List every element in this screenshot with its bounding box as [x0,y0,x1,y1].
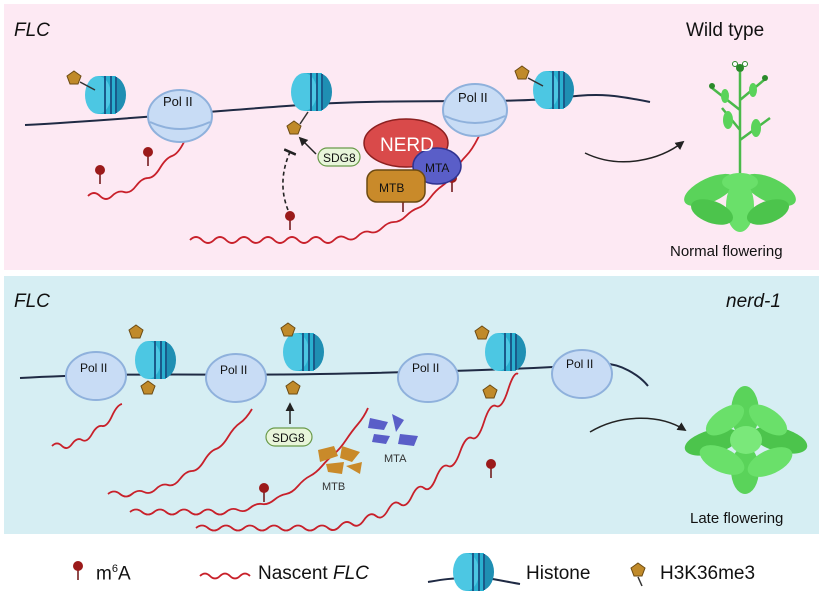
sdg8-box [265,427,313,447]
gene-label-bottom: FLC [14,291,50,312]
legend-h3k36me3-label: H3K36me3 [660,563,756,584]
mtb-label: MTB [322,481,345,493]
pol-ii-label: Pol II [80,361,107,375]
legend [72,552,646,592]
sdg8-box [317,147,361,167]
histone-icon [532,70,575,110]
nascent-rna-top-2 [189,117,489,244]
bottom-panel: Pol II Pol II Pol II Pol II SDG8 MTA MTB [4,276,819,534]
pol-ii-complex [442,83,508,137]
m6a-legend-icon [72,560,84,581]
inhibition-arrow [282,148,297,211]
mtb-fragmented-icon [318,446,362,474]
dna-strand-top [24,94,651,126]
pol-ii-complex [65,349,613,403]
h3k36me3-legend-icon [630,562,646,577]
mtb-label: MTB [379,181,404,195]
histone-icon [484,332,527,372]
legend-histone-label: Histone [526,563,591,584]
nascent-rna-legend-icon [199,572,251,580]
pol-ii-label: Pol II [458,90,488,105]
gene-label-top: FLC [14,20,50,41]
genotype-label-top: Wild type [686,20,765,41]
arrow-to-plant-bottom [589,417,687,433]
nascent-rna-bottom-1 [51,403,123,449]
top-panel: Pol II Pol II NERD MTA MTB SDG8 [4,4,819,270]
mta-fragmented-icon [368,414,418,446]
sdg8-arrow [298,136,317,155]
legend-nascent-label: Nascent FLC [258,563,369,584]
nerd-label: NERD [380,135,434,156]
arrow-to-plant-top [584,140,685,163]
phenotype-label-top: Normal flowering [670,243,783,260]
sdg8-label: SDG8 [323,151,356,165]
pol-ii-label: Pol II [412,361,439,375]
pol-ii-complex [147,89,213,143]
mta-label: MTA [384,453,407,465]
rosette-plant-icon [684,386,808,494]
pol-ii-label: Pol II [220,363,247,377]
sdg8-label: SDG8 [272,431,305,445]
histone-legend-icon [452,552,495,592]
nerd-complex [363,118,462,203]
nascent-rna-bottom-4 [195,372,519,532]
genotype-label-bottom: nerd-1 [726,291,781,312]
pol-ii-label: Pol II [163,94,193,109]
histone-icon [282,332,325,372]
histone-icon [290,72,333,112]
histone-icon [134,340,177,380]
nascent-rna-bottom-2 [107,408,253,498]
legend-m6a-label: m6A [96,563,131,585]
mta-label: MTA [425,161,449,175]
pol-ii-label: Pol II [566,357,593,371]
histone-icon [84,75,127,115]
phenotype-label-bottom: Late flowering [690,510,784,527]
flowering-plant-icon [684,61,796,232]
